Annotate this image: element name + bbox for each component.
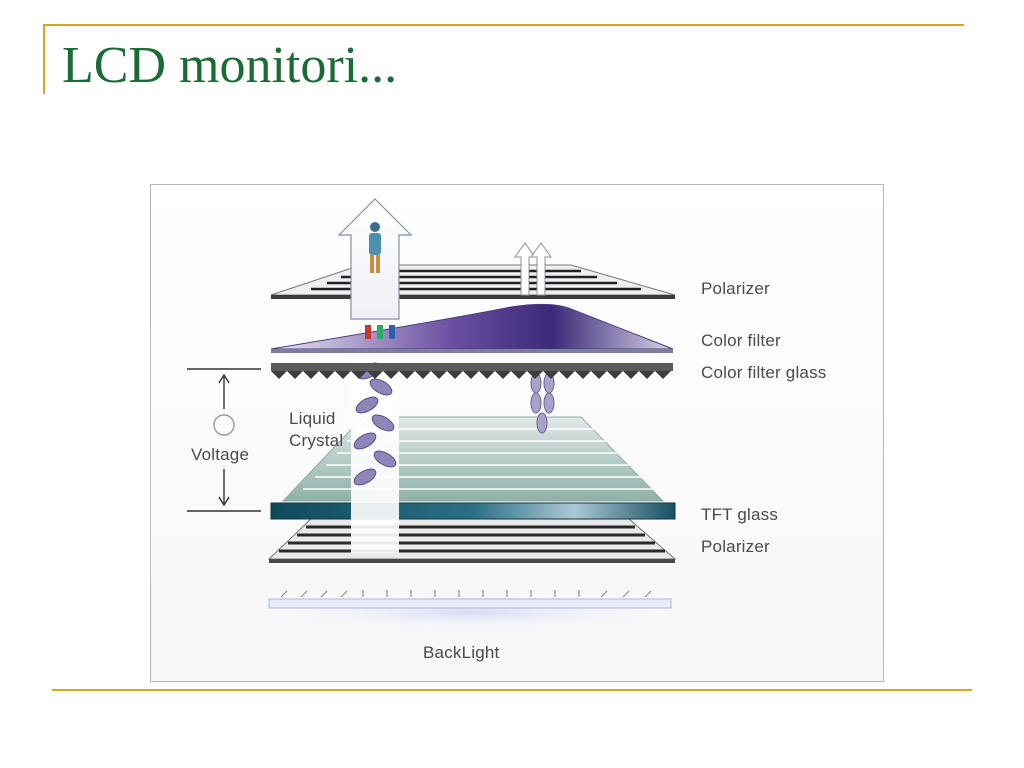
label-polarizer-top: Polarizer — [701, 279, 770, 298]
bottom-rule — [52, 689, 972, 691]
lcd-layers-diagram: Polarizer Color filter Color filter glas… — [150, 184, 884, 682]
color-filter-glass-layer — [271, 363, 673, 379]
aligned-crystal-column — [530, 372, 555, 434]
slide-title: LCD monitori... — [62, 37, 398, 94]
label-liquid-crystal-line1: Liquid — [289, 409, 336, 428]
twisted-crystal-column — [351, 357, 399, 553]
color-filter-layer — [270, 303, 674, 353]
diagram-artwork — [187, 198, 716, 634]
title-rule-left — [43, 24, 45, 94]
voltage-indicator — [187, 368, 261, 512]
bottom-polarizer-layer — [267, 518, 677, 563]
label-tft-glass: TFT glass — [701, 505, 779, 524]
light-arrows-right — [514, 242, 552, 296]
backlight-layer — [226, 590, 716, 634]
label-polarizer-bottom: Polarizer — [701, 537, 770, 556]
tft-glass-layer — [270, 502, 676, 520]
label-voltage: Voltage — [191, 445, 250, 464]
label-liquid-crystal-line2: Crystal — [289, 431, 344, 450]
person-figure-icon — [369, 222, 381, 273]
label-color-filter: Color filter — [701, 331, 781, 350]
light-arrow-left — [337, 198, 413, 320]
label-color-filter-glass: Color filter glass — [701, 363, 827, 382]
label-backlight: BackLight — [423, 643, 500, 662]
liquid-crystal-layer — [281, 416, 665, 502]
title-rule-top — [44, 24, 964, 26]
top-polarizer-layer — [270, 264, 676, 299]
